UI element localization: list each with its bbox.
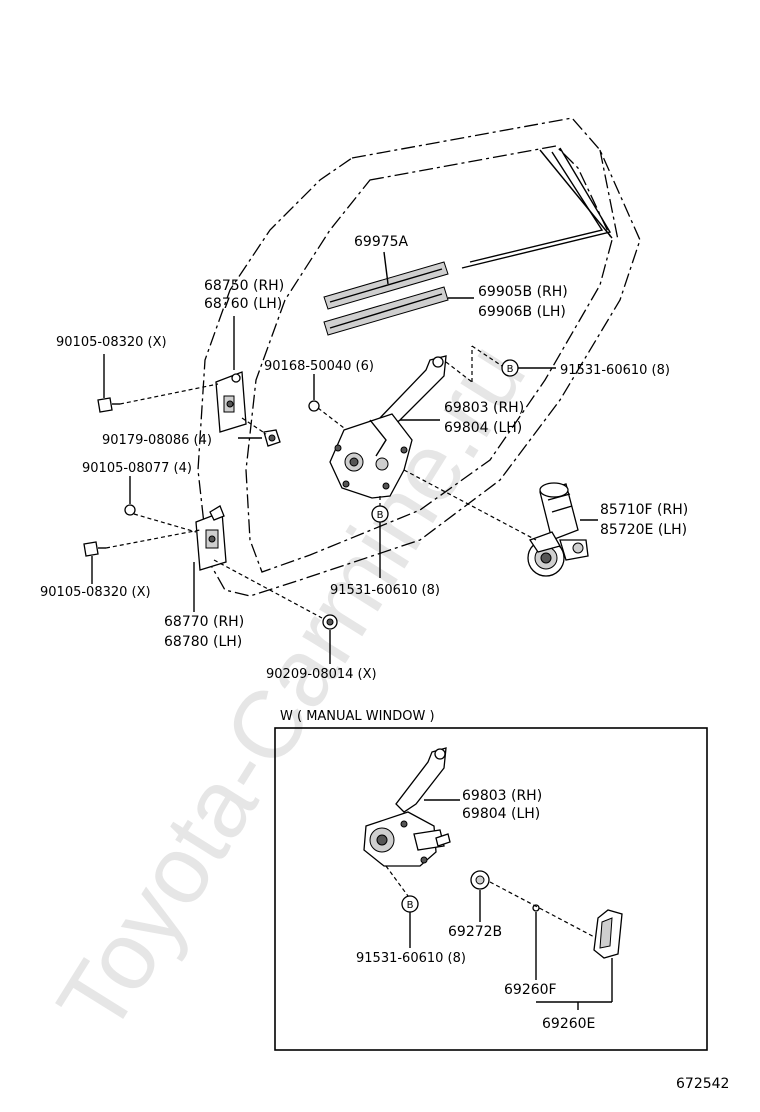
label-85720E: 85720E (LH): [600, 522, 687, 538]
label-69260E: 69260E: [542, 1016, 595, 1032]
hinge-lower: [195, 505, 227, 571]
bolt-bottom-left: [83, 541, 106, 557]
hinge-upper: [215, 371, 247, 433]
door-outline: [197, 117, 641, 597]
label-68760: 68760 (LH): [204, 296, 282, 312]
label-91531-mid: 91531-60610 (8): [330, 583, 440, 598]
figure-number: 672542: [676, 1076, 729, 1092]
label-69905B: 69905B (RH): [478, 284, 568, 300]
washer-69272B: [470, 870, 490, 890]
label-w-91531: 91531-60610 (8): [356, 951, 466, 966]
inset-frame: [274, 727, 708, 1051]
weatherstrip-outer: [323, 261, 449, 310]
svg-text:B: B: [407, 900, 414, 911]
label-90105-08077: 90105-08077 (4): [82, 461, 192, 476]
label-69803: 69803 (RH): [444, 400, 524, 416]
window-regulator: [329, 355, 447, 499]
label-68750: 68750 (RH): [204, 278, 284, 294]
nut-90209: [322, 614, 338, 630]
bolt-top-left: [97, 397, 120, 413]
clip-69260F: [532, 904, 540, 912]
label-69906B: 69906B (LH): [478, 304, 566, 320]
bolt-90168: [308, 400, 320, 412]
marker-b-top: B: [501, 359, 519, 377]
label-69804: 69804 (LH): [444, 420, 522, 436]
label-69975A: 69975A: [354, 234, 409, 250]
label-68780: 68780 (LH): [164, 634, 242, 650]
inset-title: W ( MANUAL WINDOW ): [280, 709, 435, 724]
svg-text:B: B: [377, 510, 384, 521]
inset-marker-b: B: [401, 895, 419, 913]
label-69272B: 69272B: [448, 924, 502, 940]
window-crank-handle: [593, 909, 623, 959]
label-91531-top: 91531-60610 (8): [560, 363, 670, 378]
label-w-69804: 69804 (LH): [462, 806, 540, 822]
weatherstrip-inner: [323, 286, 449, 336]
label-68770: 68770 (RH): [164, 614, 244, 630]
window-motor: [527, 482, 589, 577]
bolt-90105-08077: [124, 504, 136, 516]
marker-b-mid: B: [371, 505, 389, 523]
label-90179: 90179-08086 (4): [102, 433, 212, 448]
label-69260F: 69260F: [504, 982, 557, 998]
manual-regulator: [363, 747, 451, 867]
nut-90179: [263, 429, 281, 447]
label-90209: 90209-08014 (X): [266, 667, 377, 682]
glass-channel: [461, 147, 613, 269]
label-90105-08320-bottom: 90105-08320 (X): [40, 585, 151, 600]
label-90105-08320-top: 90105-08320 (X): [56, 335, 167, 350]
label-85710F: 85710F (RH): [600, 502, 688, 518]
label-90168: 90168-50040 (6): [264, 359, 374, 374]
label-w-69803: 69803 (RH): [462, 788, 542, 804]
svg-text:B: B: [507, 364, 514, 375]
